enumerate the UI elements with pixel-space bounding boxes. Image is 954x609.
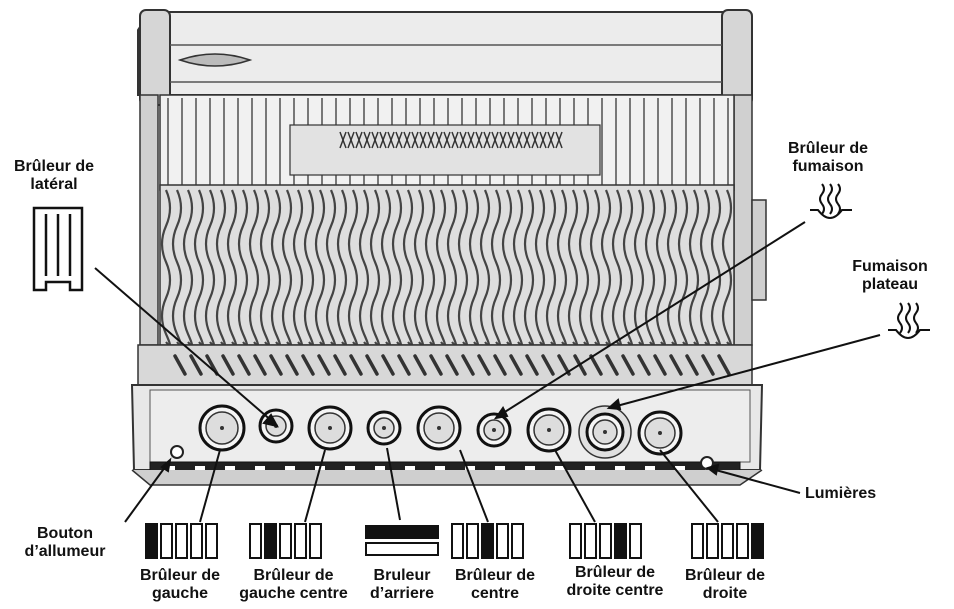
- cooking-grates: [160, 189, 733, 347]
- callout-right: [659, 449, 719, 523]
- callout-center: [459, 449, 489, 523]
- igniter-button[interactable]: [170, 445, 184, 459]
- callout-right-center: [554, 449, 596, 523]
- smoke-wave-icon: [888, 302, 930, 339]
- smoker-burner-knob[interactable]: [476, 412, 512, 448]
- left-center-burner-knob[interactable]: [307, 405, 353, 451]
- callout-lines: [94, 221, 881, 523]
- side-burner-grate-icon: [32, 206, 84, 292]
- rear-burner-indicator-icon: [365, 525, 439, 556]
- rear-burner-knob[interactable]: [366, 410, 402, 446]
- infrared-burner: [339, 131, 563, 149]
- smoker-tray-knob[interactable]: [578, 405, 632, 459]
- indicator-center-burner: [451, 523, 524, 559]
- control-knobs: [198, 404, 683, 459]
- brand-logo: [177, 53, 253, 67]
- left-burner-knob[interactable]: [198, 404, 246, 452]
- grill-body: [130, 9, 767, 486]
- vent-slots: [173, 354, 731, 376]
- indicator-left-burner: [145, 523, 218, 559]
- indicator-right-burner: [691, 523, 764, 559]
- callout-rear: [386, 447, 401, 521]
- callout-side-burner: [94, 267, 274, 423]
- burner-position-indicators: [145, 523, 764, 559]
- callout-left-center: [304, 449, 326, 523]
- center-burner-knob[interactable]: [416, 405, 462, 451]
- right-center-burner-knob[interactable]: [526, 407, 572, 453]
- callout-igniter: [124, 462, 169, 523]
- callout-left: [199, 449, 221, 523]
- callout-lights: [711, 468, 801, 494]
- smoke-wave-icon: [810, 183, 852, 219]
- label-lights: Lumières: [805, 485, 877, 502]
- light-button[interactable]: [700, 456, 714, 470]
- indicator-right-center-burner: [569, 523, 642, 559]
- indicator-left-center-burner: [249, 523, 322, 559]
- callout-smoker-burner: [499, 221, 806, 416]
- right-burner-knob[interactable]: [637, 410, 683, 456]
- callout-smoker-tray: [612, 334, 881, 408]
